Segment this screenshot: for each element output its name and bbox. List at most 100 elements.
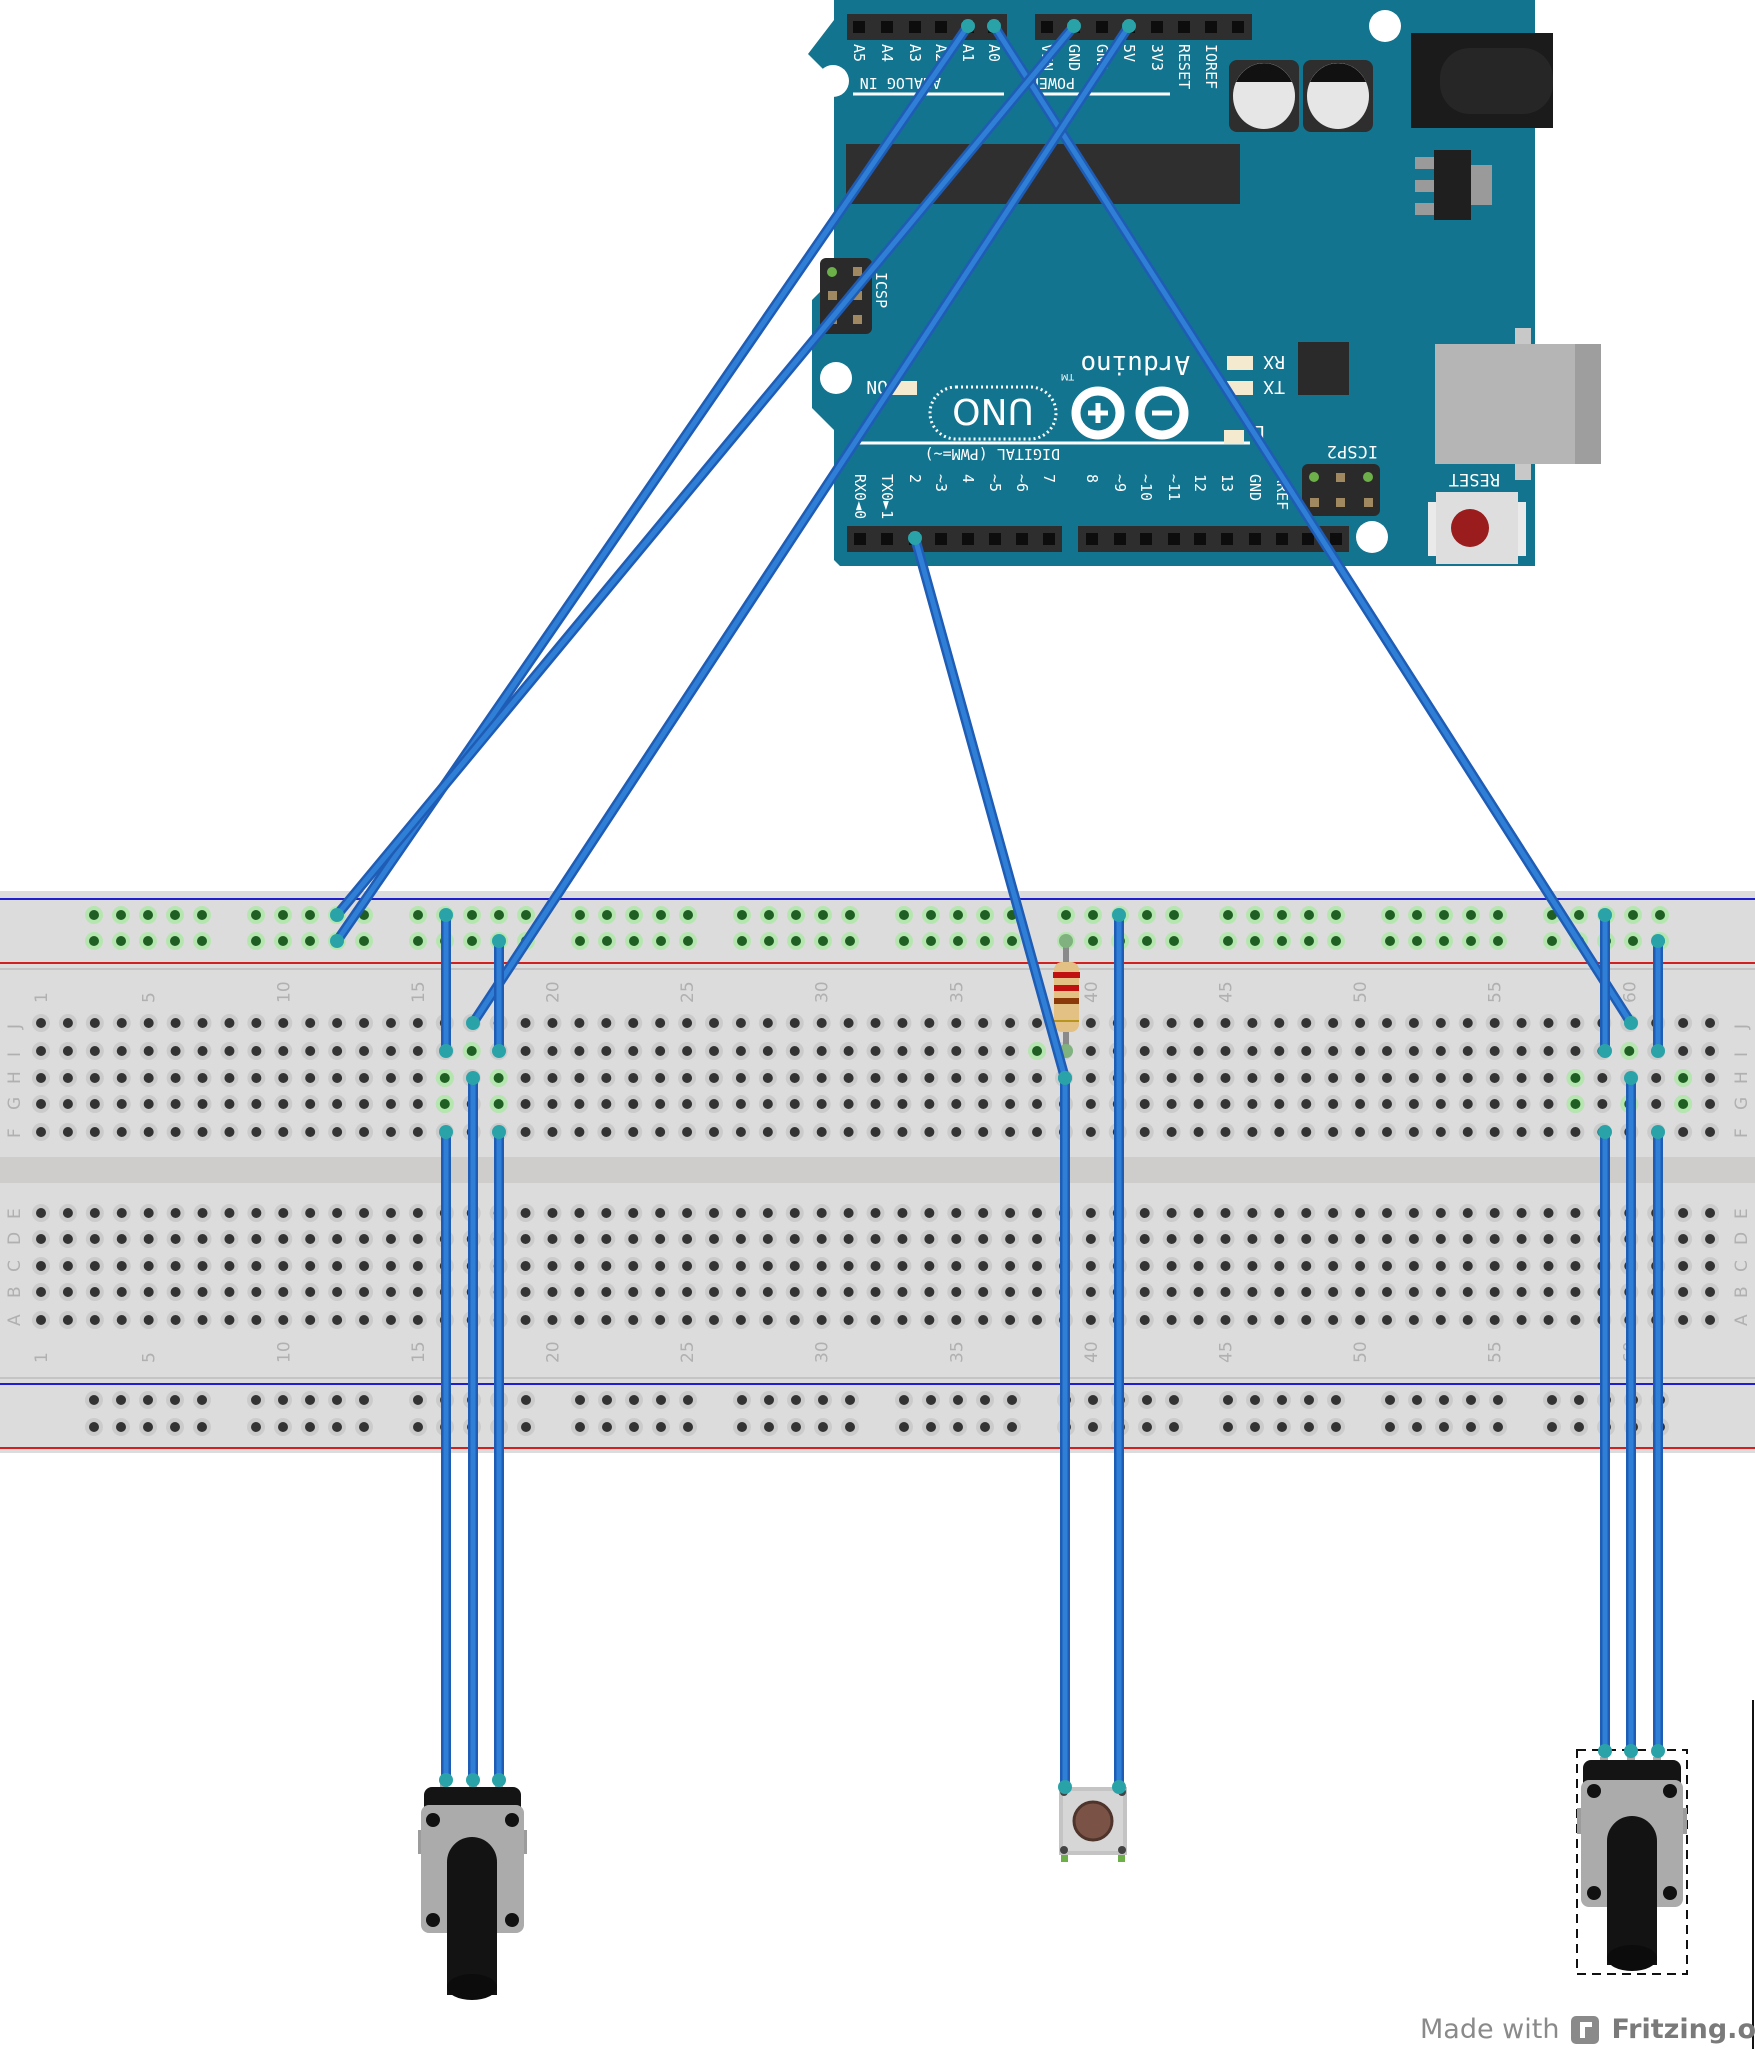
- breadboard-hole[interactable]: [36, 1315, 46, 1325]
- breadboard-hole[interactable]: [1247, 1073, 1258, 1083]
- wire-end[interactable]: [1598, 1125, 1612, 1139]
- breadboard-hole[interactable]: [682, 1018, 693, 1028]
- breadboard-hole[interactable]: [843, 1261, 854, 1271]
- breadboard-hole[interactable]: [816, 1073, 827, 1083]
- breadboard-hole[interactable]: [385, 1018, 396, 1028]
- breadboard-hole[interactable]: [870, 1234, 881, 1244]
- breadboard-hole[interactable]: [412, 1046, 423, 1056]
- breadboard-hole[interactable]: [843, 1099, 854, 1109]
- jumper-wire[interactable]: [466, 19, 1136, 1030]
- breadboard-hole[interactable]: [197, 1315, 208, 1325]
- breadboard-hole[interactable]: [1678, 1127, 1689, 1137]
- breadboard-hole[interactable]: [1274, 1018, 1285, 1028]
- breadboard-hole[interactable]: [143, 1234, 154, 1244]
- rail-hole[interactable]: [764, 1422, 774, 1432]
- connected-hole[interactable]: [1678, 1073, 1689, 1083]
- rail-hole[interactable]: [602, 910, 612, 920]
- rail-hole[interactable]: [251, 1422, 261, 1432]
- breadboard-hole[interactable]: [1705, 1018, 1716, 1028]
- rail-hole[interactable]: [1439, 1422, 1449, 1432]
- rail-hole[interactable]: [1331, 936, 1341, 946]
- breadboard-hole[interactable]: [574, 1046, 585, 1056]
- breadboard-hole[interactable]: [224, 1287, 235, 1297]
- breadboard-hole[interactable]: [816, 1046, 827, 1056]
- breadboard-hole[interactable]: [709, 1127, 719, 1137]
- breadboard-hole[interactable]: [1193, 1261, 1204, 1271]
- breadboard-hole[interactable]: [143, 1099, 154, 1109]
- connected-hole[interactable]: [1624, 1046, 1635, 1056]
- breadboard-hole[interactable]: [251, 1315, 262, 1325]
- breadboard-hole[interactable]: [1489, 1208, 1500, 1218]
- breadboard-hole[interactable]: [1247, 1018, 1258, 1028]
- breadboard-hole[interactable]: [1382, 1073, 1392, 1083]
- breadboard-hole[interactable]: [1382, 1315, 1392, 1325]
- wire-end[interactable]: [1624, 1016, 1638, 1030]
- breadboard-hole[interactable]: [385, 1073, 396, 1083]
- breadboard-hole[interactable]: [332, 1208, 343, 1218]
- breadboard-hole[interactable]: [1247, 1046, 1258, 1056]
- breadboard-hole[interactable]: [1274, 1208, 1285, 1218]
- breadboard-hole[interactable]: [1220, 1099, 1231, 1109]
- breadboard-hole[interactable]: [1247, 1315, 1258, 1325]
- rail-hole[interactable]: [1088, 936, 1098, 946]
- breadboard-hole[interactable]: [789, 1208, 800, 1218]
- rail-hole[interactable]: [926, 1422, 936, 1432]
- breadboard-hole[interactable]: [924, 1234, 935, 1244]
- wire-end[interactable]: [439, 1773, 453, 1787]
- breadboard-hole[interactable]: [1516, 1287, 1527, 1297]
- rail-hole[interactable]: [1088, 1395, 1098, 1405]
- breadboard-hole[interactable]: [278, 1127, 289, 1137]
- breadboard-hole[interactable]: [924, 1261, 935, 1271]
- rail-hole[interactable]: [980, 910, 990, 920]
- breadboard-hole[interactable]: [412, 1099, 423, 1109]
- breadboard-hole[interactable]: [412, 1208, 423, 1218]
- breadboard-hole[interactable]: [1005, 1234, 1016, 1244]
- breadboard-hole[interactable]: [1570, 1287, 1581, 1297]
- breadboard-hole[interactable]: [412, 1287, 423, 1297]
- rail-hole[interactable]: [116, 1422, 126, 1432]
- breadboard-hole[interactable]: [36, 1208, 46, 1218]
- breadboard-hole[interactable]: [1005, 1046, 1016, 1056]
- jumper-wire[interactable]: [1058, 1071, 1072, 1794]
- connected-hole[interactable]: [1032, 1046, 1043, 1056]
- rail-hole[interactable]: [1493, 910, 1503, 920]
- breadboard-hole[interactable]: [870, 1315, 881, 1325]
- breadboard-hole[interactable]: [1435, 1261, 1446, 1271]
- breadboard-hole[interactable]: [170, 1099, 181, 1109]
- wire-end[interactable]: [330, 908, 344, 922]
- breadboard-hole[interactable]: [1301, 1315, 1312, 1325]
- breadboard-hole[interactable]: [1408, 1099, 1419, 1109]
- breadboard-hole[interactable]: [735, 1099, 746, 1109]
- breadboard-hole[interactable]: [951, 1315, 962, 1325]
- breadboard-hole[interactable]: [843, 1127, 854, 1137]
- breadboard-hole[interactable]: [1435, 1315, 1446, 1325]
- breadboard-hole[interactable]: [1408, 1127, 1419, 1137]
- breadboard-hole[interactable]: [1166, 1073, 1177, 1083]
- rail-hole[interactable]: [1277, 910, 1287, 920]
- breadboard-hole[interactable]: [1032, 1073, 1043, 1083]
- breadboard-hole[interactable]: [89, 1261, 100, 1271]
- digital-pin-socket[interactable]: [962, 533, 974, 545]
- digital-pin-socket[interactable]: [1330, 533, 1342, 545]
- breadboard-hole[interactable]: [1247, 1208, 1258, 1218]
- breadboard-hole[interactable]: [278, 1234, 289, 1244]
- breadboard-hole[interactable]: [332, 1287, 343, 1297]
- digital-pin-socket[interactable]: [1114, 533, 1126, 545]
- rail-hole[interactable]: [791, 910, 801, 920]
- rail-hole[interactable]: [116, 1395, 126, 1405]
- breadboard-hole[interactable]: [789, 1315, 800, 1325]
- breadboard-hole[interactable]: [870, 1261, 881, 1271]
- breadboard-hole[interactable]: [1678, 1261, 1689, 1271]
- breadboard-hole[interactable]: [897, 1127, 908, 1137]
- breadboard-hole[interactable]: [62, 1234, 73, 1244]
- rail-hole[interactable]: [170, 1422, 180, 1432]
- breadboard-hole[interactable]: [1301, 1127, 1312, 1137]
- breadboard-hole[interactable]: [574, 1127, 585, 1137]
- breadboard-hole[interactable]: [1678, 1315, 1689, 1325]
- breadboard-hole[interactable]: [843, 1287, 854, 1297]
- rail-hole[interactable]: [251, 1395, 261, 1405]
- breadboard-hole[interactable]: [1435, 1018, 1446, 1028]
- digital-pin-socket[interactable]: [1086, 533, 1098, 545]
- breadboard-hole[interactable]: [843, 1234, 854, 1244]
- rail-hole[interactable]: [1277, 936, 1287, 946]
